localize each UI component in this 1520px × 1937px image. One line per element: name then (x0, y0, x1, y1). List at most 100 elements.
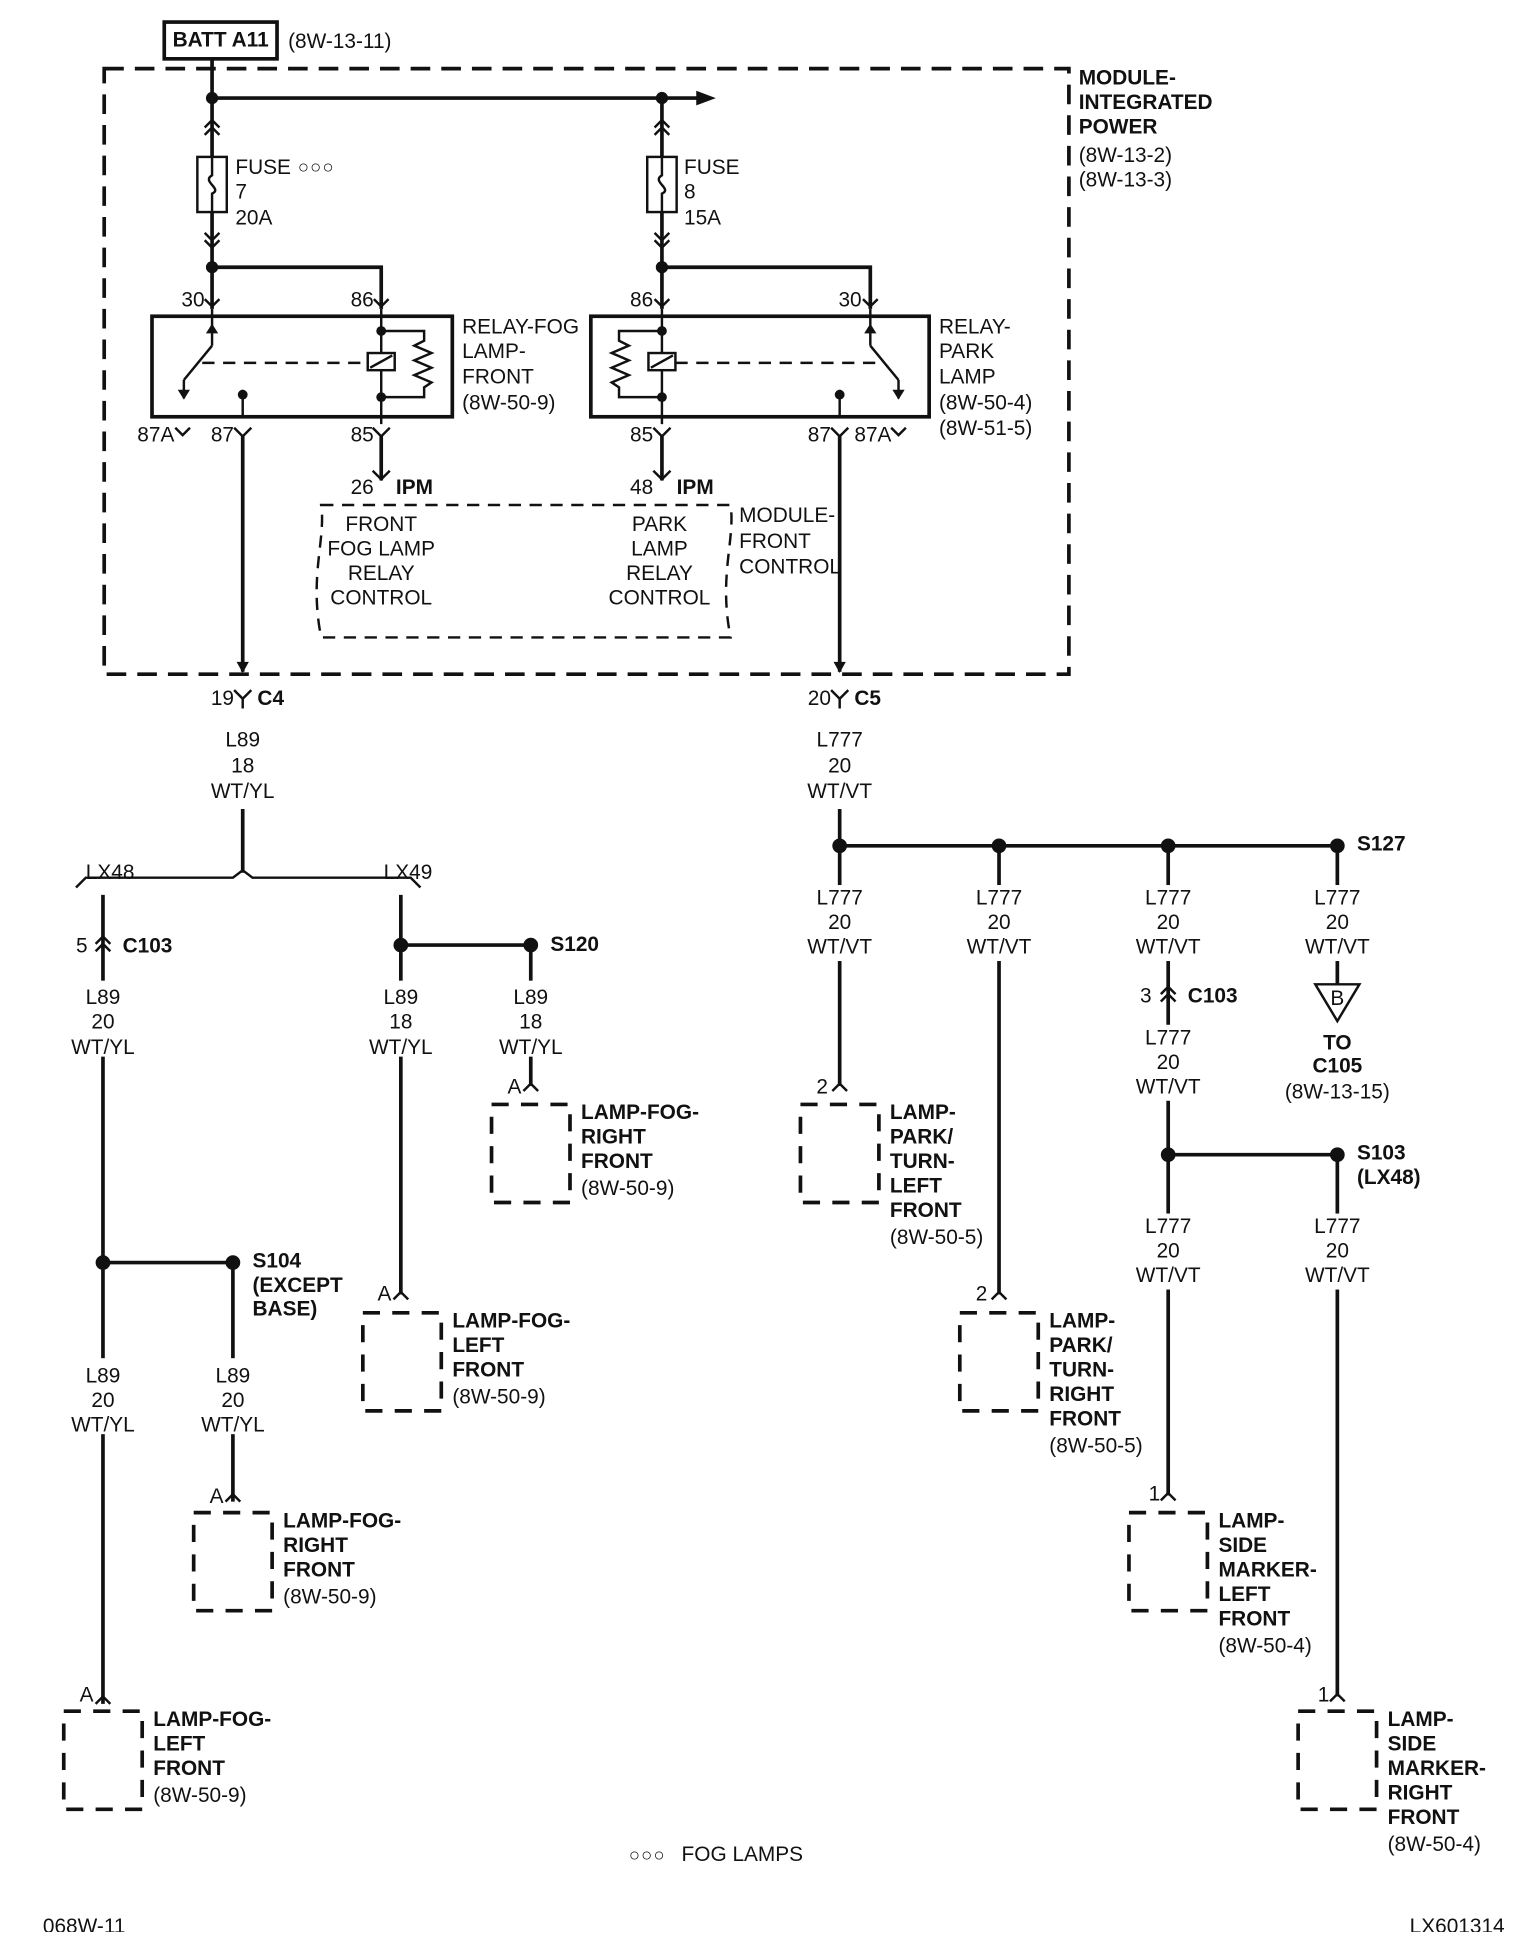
pin-connector-icon (890, 426, 907, 437)
pin-connector-icon (990, 1290, 1008, 1301)
wire-l777-color: WT/VT (1305, 936, 1370, 959)
ipm-outline (102, 66, 1071, 677)
fuse7-out-connector-icon (203, 232, 221, 250)
pin-connector-icon (373, 298, 390, 309)
fog-relay-label-3: FRONT (462, 366, 534, 389)
fcm-fog-ctrl-4: CONTROL (330, 586, 432, 609)
fuse8-out-connector-icon (653, 232, 671, 250)
fuse8-label: FUSE (684, 156, 740, 179)
lamp-park-rf-3: TURN- (1049, 1359, 1114, 1382)
lamp-fog-lf-mid-4: (8W-50-9) (452, 1386, 545, 1409)
park-relay-pin-30: 30 (838, 288, 861, 311)
fcm-pin-park: 48 (630, 476, 653, 499)
park-relay-label-5: (8W-51-5) (939, 417, 1032, 440)
wire-l777-color: WT/VT (967, 936, 1032, 959)
wire-l777-code: L777 (817, 729, 863, 752)
park-relay-label-1: RELAY- (939, 315, 1011, 338)
fuse8-element (657, 156, 667, 213)
wire-l89-gauge: 18 (389, 1010, 412, 1033)
pin-connector-icon (652, 426, 672, 439)
wire-arrow-icon (236, 661, 249, 673)
c5-name: C5 (854, 687, 881, 710)
pin-connector-icon (831, 1081, 848, 1092)
lamp-side-rf-4: RIGHT (1388, 1781, 1453, 1804)
offpage-triangle-icon (1313, 983, 1362, 1024)
lamp-fog-lf-bottom-box (61, 1709, 145, 1812)
fcm-name-2: FRONT (739, 530, 811, 553)
wire-l777-color: WT/VT (807, 936, 872, 959)
park-relay-30-feed (661, 265, 873, 309)
lamp-fog-rf-lower-2: RIGHT (283, 1534, 348, 1557)
bus-arrow-icon (696, 90, 716, 106)
park-relay-pin-87: 87 (808, 423, 831, 446)
side-rf-pin: 1 (1318, 1683, 1330, 1706)
fcm-fog-ctrl-1: FRONT (345, 513, 417, 536)
label-gap (208, 1358, 258, 1435)
lamp-park-lf-3: TURN- (890, 1150, 955, 1173)
lamp-park-lf-4: LEFT (890, 1175, 942, 1198)
lamp-fog-rf-upper-4: (8W-50-9) (581, 1177, 674, 1200)
lamp-fog-rf-lower-3: FRONT (283, 1558, 355, 1581)
to-c105-3: (8W-13-15) (1285, 1080, 1390, 1103)
contact-dot (237, 389, 248, 400)
batt-label: BATT A11 (173, 29, 269, 52)
wire-l89-code: L89 (383, 986, 418, 1009)
lamp-side-lf-6: (8W-50-4) (1218, 1634, 1311, 1657)
label-gap (1137, 1024, 1199, 1101)
wire-l89-color: WT/YL (499, 1036, 563, 1059)
fuse7-in-connector-icon (203, 118, 221, 136)
lamp-park-rf-box (957, 1310, 1041, 1413)
lamp-park-rf-6: (8W-50-5) (1049, 1435, 1142, 1458)
c103-right-name: C103 (1188, 985, 1238, 1008)
figure-id: LX601314 (1410, 1915, 1505, 1932)
lamp-fog-rf-upper-3: FRONT (581, 1150, 653, 1173)
pin-connector-icon (371, 469, 391, 482)
fog-lf-bottom-pin: A (80, 1683, 94, 1706)
c103-connector-icon (94, 934, 112, 953)
c4-name: C4 (257, 687, 284, 710)
park-rf-pin: 2 (976, 1283, 988, 1306)
contact-dot (834, 389, 845, 400)
wire-l777-gauge: 20 (1157, 911, 1180, 934)
park-relay-label-2: PARK (939, 340, 994, 363)
wire-l777-gauge: 20 (1157, 1240, 1180, 1263)
fuse8-rating: 15A (684, 206, 721, 229)
fcm-park-ctrl-3: RELAY (626, 562, 693, 585)
fcm-park-ctrl-4: CONTROL (609, 586, 711, 609)
fog-relay-coil-slash (369, 354, 393, 369)
wire-l777-color: WT/VT (807, 780, 872, 803)
page-id: 068W-11 (43, 1915, 126, 1932)
to-c105-letter: B (1330, 987, 1344, 1010)
fcm-name-3: CONTROL (739, 556, 841, 579)
lamp-park-rf-4: RIGHT (1049, 1383, 1114, 1406)
park-relay-coil-slash (650, 354, 674, 369)
lamp-fog-lf-mid-3: FRONT (452, 1359, 524, 1382)
lamp-park-lf-6: (8W-50-5) (890, 1226, 983, 1249)
park-relay-box (588, 314, 931, 419)
wire-l89-gauge: 20 (91, 1389, 114, 1412)
s103-label-1: S103 (1357, 1142, 1406, 1165)
contact-arrow-icon (205, 323, 219, 334)
pin-connector-icon (203, 298, 221, 309)
lamp-fog-lf-bottom-1: LAMP-FOG- (153, 1708, 271, 1731)
wire-l89-code: L89 (86, 1365, 121, 1388)
contact-arrow-icon (892, 389, 905, 400)
wire-l777-code: L777 (976, 887, 1022, 910)
contact-arrow-icon (177, 389, 190, 400)
c4-connector-icon (233, 689, 253, 709)
lamp-park-lf-box (798, 1102, 881, 1205)
wire-l89-code: L89 (225, 729, 260, 752)
wire-l89-color: WT/YL (71, 1036, 135, 1059)
pin-connector-icon (1159, 1491, 1177, 1502)
fog-relay-pin-87: 87 (211, 423, 234, 446)
fuse7-rating: 20A (235, 206, 272, 229)
fog-relay-pin-86: 86 (351, 288, 374, 311)
wire-l777-gauge: 20 (828, 754, 851, 777)
side-lf-pin: 1 (1149, 1482, 1161, 1505)
fuse8-in-connector-icon (653, 118, 671, 136)
to-c105-1: TO (1323, 1031, 1352, 1054)
fcm-park-ctrl-1: PARK (632, 513, 687, 536)
park-relay-resistor (608, 329, 662, 399)
lamp-fog-lf-bottom-3: FRONT (153, 1757, 225, 1780)
